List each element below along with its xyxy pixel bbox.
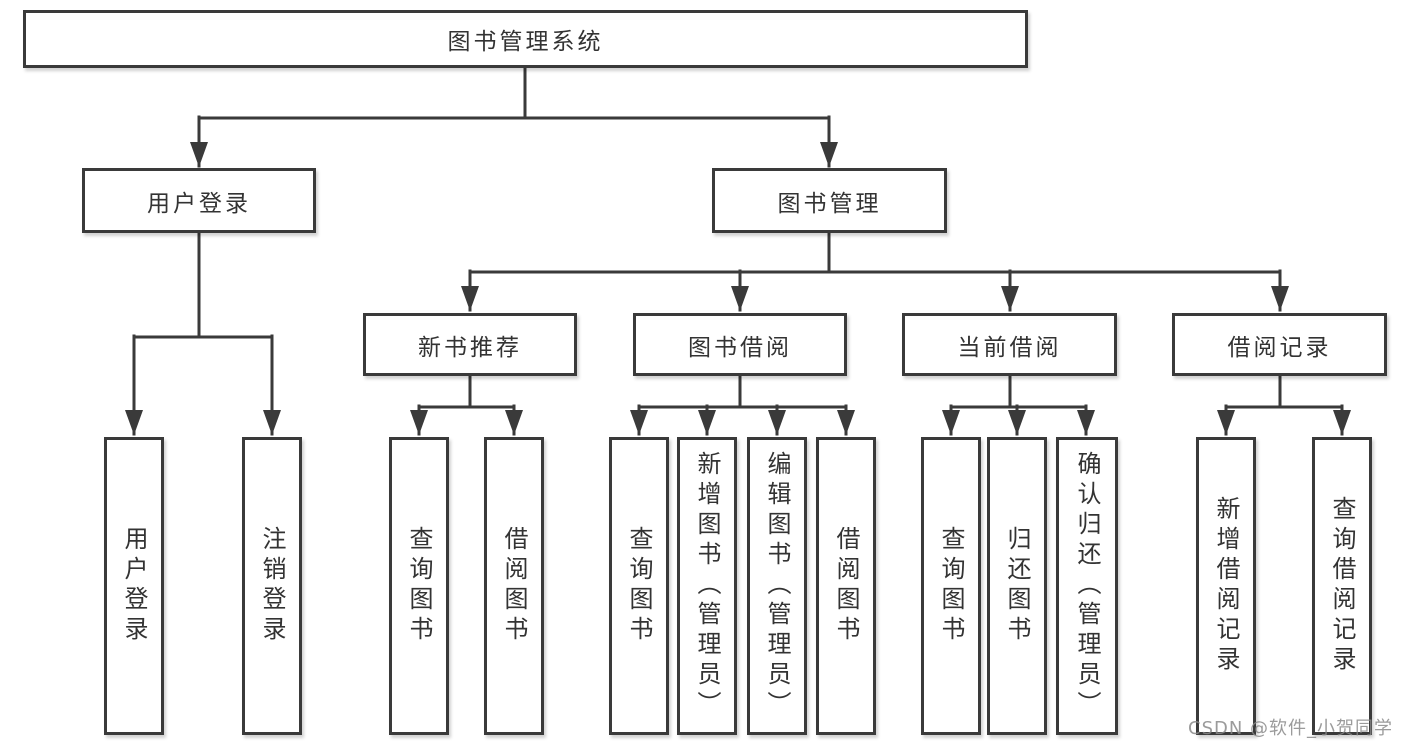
node-book-management: 图书管理 [712, 168, 947, 233]
node-borrow-records: 借阅记录 [1172, 313, 1387, 376]
leaf-add-borrow-record: 新增借阅记录 [1196, 437, 1256, 735]
leaf-add-borrow-record-label: 新增借阅记录 [1212, 496, 1240, 676]
leaf-borrow-books-borrow: 借阅图书 [816, 437, 876, 735]
leaf-return-book: 归还图书 [987, 437, 1047, 735]
leaf-query-books-recommend-label: 查询图书 [405, 526, 433, 646]
leaf-edit-book-admin-label: 编辑图书（管理员） [763, 451, 791, 721]
leaf-query-borrow-record: 查询借阅记录 [1312, 437, 1372, 735]
leaf-query-books-borrow-label: 查询图书 [625, 526, 653, 646]
leaf-user-login-label: 用户登录 [120, 526, 148, 646]
leaf-logout-label: 注销登录 [258, 526, 286, 646]
csdn-watermark: CSDN @软件_小贺同学 [1188, 718, 1394, 739]
node-new-book-recommend: 新书推荐 [363, 313, 577, 376]
leaf-query-books-current-label: 查询图书 [937, 526, 965, 646]
node-user-login: 用户登录 [82, 168, 316, 233]
leaf-query-books-borrow: 查询图书 [609, 437, 669, 735]
node-library-management-system: 图书管理系统 [23, 10, 1028, 68]
leaf-confirm-return-admin-label: 确认归还（管理员） [1073, 451, 1101, 721]
leaf-query-borrow-record-label: 查询借阅记录 [1328, 496, 1356, 676]
leaf-query-books-recommend: 查询图书 [389, 437, 449, 735]
leaf-user-login: 用户登录 [104, 437, 164, 735]
leaf-confirm-return-admin: 确认归还（管理员） [1056, 437, 1118, 735]
leaf-query-books-current: 查询图书 [921, 437, 981, 735]
leaf-add-book-admin: 新增图书（管理员） [677, 437, 737, 735]
leaf-return-book-label: 归还图书 [1003, 526, 1031, 646]
node-current-borrow: 当前借阅 [902, 313, 1117, 376]
leaf-borrow-books-recommend-label: 借阅图书 [500, 526, 528, 646]
leaf-borrow-books-borrow-label: 借阅图书 [832, 526, 860, 646]
leaf-add-book-admin-label: 新增图书（管理员） [693, 451, 721, 721]
node-book-borrow: 图书借阅 [633, 313, 847, 376]
leaf-logout: 注销登录 [242, 437, 302, 735]
leaf-edit-book-admin: 编辑图书（管理员） [747, 437, 807, 735]
leaf-borrow-books-recommend: 借阅图书 [484, 437, 544, 735]
